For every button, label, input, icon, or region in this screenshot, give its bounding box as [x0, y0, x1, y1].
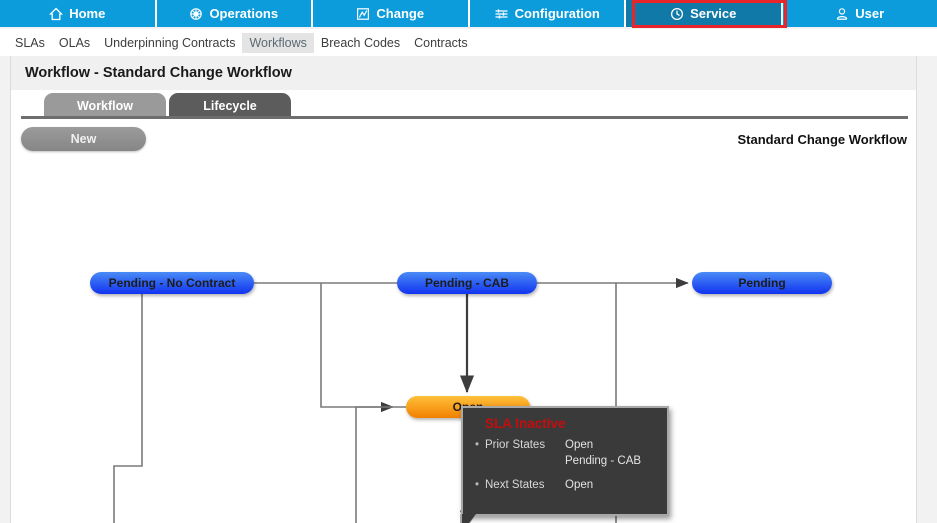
node-pending-cab[interactable]: Pending - CAB: [397, 272, 537, 294]
gear-wheel-icon: [189, 7, 203, 21]
tooltip-prior-states-value: Open: [565, 439, 594, 451]
state-tooltip: SLA Inactive • Prior States Open Pending…: [460, 406, 669, 523]
tooltip-prior-states-label: Prior States: [485, 439, 546, 451]
subnav-item-underpinning-contracts[interactable]: Underpinning Contracts: [104, 35, 236, 50]
nav-item-home-label: Home: [69, 6, 106, 21]
workflow-name-label: Standard Change Workflow: [737, 132, 908, 147]
content-panel: Workflow - Standard Change Workflow Work…: [10, 56, 917, 523]
bullet-icon: •: [475, 439, 480, 451]
subnav-item-workflows[interactable]: Workflows: [242, 32, 314, 53]
tab-underline: [21, 116, 908, 119]
bullet-icon: •: [475, 479, 480, 491]
node-pending-no-contract[interactable]: Pending - No Contract: [90, 272, 254, 294]
nav-item-user[interactable]: User: [782, 0, 937, 27]
tooltip-next-states-value: Open: [565, 479, 594, 491]
tab-strip: Workflow Lifecycle: [11, 90, 916, 118]
new-button[interactable]: New: [21, 127, 146, 151]
subnav-item-breach-codes[interactable]: Breach Codes: [320, 35, 401, 50]
tooltip-tail: [462, 514, 476, 523]
nav-item-operations[interactable]: Operations: [156, 0, 313, 27]
workflow-diagram-canvas[interactable]: Pending - No Contract Pending - CAB Pend…: [11, 156, 916, 523]
subnav-item-slas[interactable]: SLAs: [15, 35, 45, 50]
sliders-icon: [494, 7, 509, 21]
nav-item-user-label: User: [855, 6, 885, 21]
nav-item-service-label: Service: [690, 6, 737, 21]
tooltip-next-states-label: Next States: [485, 479, 545, 491]
page-background: Workflow - Standard Change Workflow Work…: [0, 56, 937, 523]
tooltip-row-next-states: • Next States Open: [475, 469, 667, 493]
subnav-item-contracts[interactable]: Contracts: [414, 35, 468, 50]
nav-item-operations-label: Operations: [209, 6, 279, 21]
tooltip-prior-states-extra: Pending - CAB: [565, 455, 642, 467]
node-pending[interactable]: Pending: [692, 272, 832, 294]
nav-item-change[interactable]: Change: [313, 0, 470, 27]
home-icon: [49, 7, 64, 21]
nav-item-configuration-label: Configuration: [514, 6, 600, 21]
tab-lifecycle[interactable]: Lifecycle: [169, 93, 291, 118]
chart-change-icon: [356, 7, 370, 21]
nav-item-home[interactable]: Home: [0, 0, 157, 27]
subnav-item-olas[interactable]: OLAs: [58, 35, 91, 50]
tooltip-title: SLA Inactive: [485, 416, 566, 431]
tab-workflow[interactable]: Workflow: [44, 93, 166, 118]
right-edge-strip: [917, 56, 937, 523]
nav-item-change-label: Change: [376, 6, 425, 21]
panel-header: Workflow - Standard Change Workflow: [11, 56, 916, 90]
tooltip-list: • Prior States Open Pending - CAB • Next…: [463, 431, 667, 493]
secondary-navigation-bar: SLAs OLAs Underpinning Contracts Workflo…: [0, 29, 937, 56]
nav-item-configuration[interactable]: Configuration: [469, 0, 626, 27]
nav-item-service[interactable]: Service: [626, 0, 783, 27]
tooltip-row-prior-states: • Prior States Open: [475, 437, 667, 453]
page-title: Workflow - Standard Change Workflow: [25, 65, 292, 81]
clock-icon: [670, 7, 684, 21]
primary-navigation-bar: Home Operations Change Configura: [0, 0, 937, 27]
person-icon: [835, 7, 849, 21]
